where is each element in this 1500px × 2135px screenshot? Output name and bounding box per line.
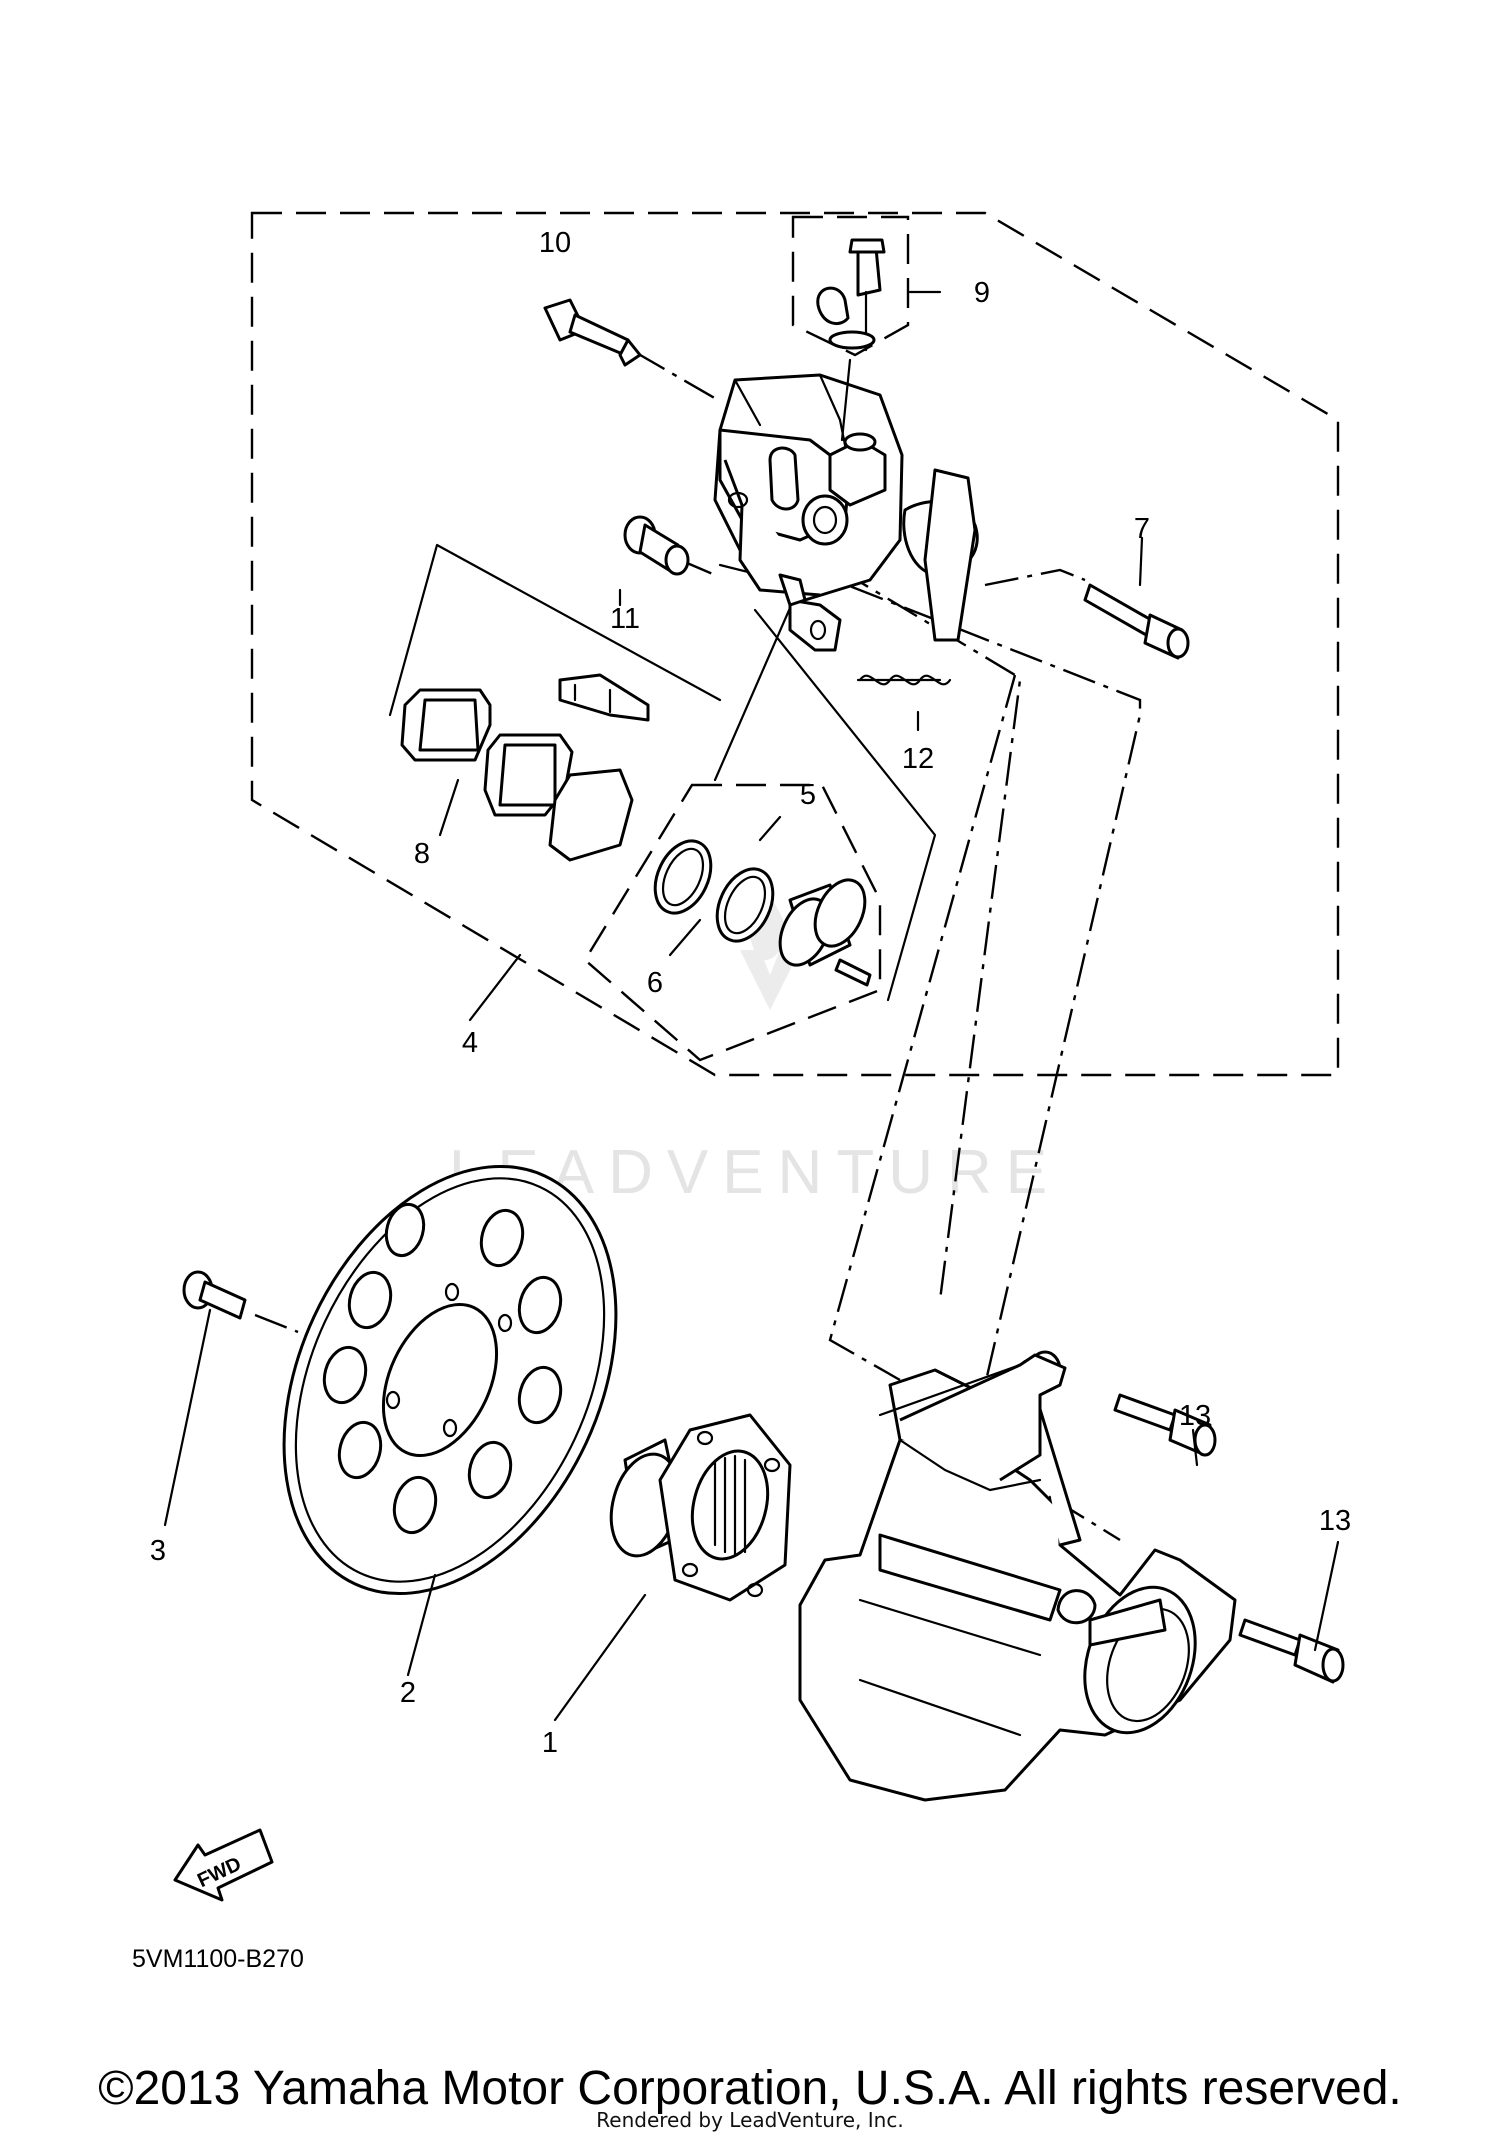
bleed-kit-boundary bbox=[791, 215, 910, 357]
bleed-screw-kit bbox=[816, 238, 886, 442]
piston-kit-5 bbox=[653, 839, 872, 987]
caliper-assembly-boundary bbox=[250, 211, 1340, 1077]
brake-pads-8 bbox=[400, 673, 650, 862]
callout-11: 11 bbox=[610, 603, 640, 635]
callout-12: 12 bbox=[902, 743, 934, 775]
callout-1: 1 bbox=[542, 1727, 558, 1759]
callout-3: 3 bbox=[150, 1535, 166, 1567]
callout-6: 6 bbox=[647, 967, 663, 999]
disc-bolt-3 bbox=[182, 1270, 247, 1320]
bracket-bolt-13b bbox=[1238, 1618, 1345, 1684]
caliper-bracket-housing bbox=[798, 1350, 1237, 1802]
callout-7: 7 bbox=[1134, 513, 1150, 545]
brake-disc-2 bbox=[282, 1164, 618, 1596]
callout-13-lower: 13 bbox=[1319, 1505, 1351, 1537]
callout-10: 10 bbox=[539, 227, 571, 259]
callout-4: 4 bbox=[462, 1027, 478, 1059]
callout-2: 2 bbox=[400, 1677, 416, 1709]
caliper-bolt-7 bbox=[1083, 583, 1190, 660]
callout-8: 8 bbox=[414, 838, 430, 870]
callout-5: 5 bbox=[800, 779, 816, 811]
leader-lines bbox=[163, 290, 1340, 1722]
callout-13-upper: 13 bbox=[1179, 1400, 1211, 1432]
hub-1 bbox=[609, 1413, 792, 1602]
rendered-by-notice: Rendered by LeadVenture, Inc. bbox=[596, 2108, 904, 2132]
pin-11 bbox=[623, 515, 690, 576]
fwd-arrow-icon: FWD bbox=[173, 1828, 274, 1902]
callout-9: 9 bbox=[974, 277, 990, 309]
copyright-notice: ©2013 Yamaha Motor Corporation, U.S.A. A… bbox=[98, 2062, 1402, 2115]
pad-spring-12 bbox=[856, 674, 952, 686]
brake-caliper-body bbox=[713, 373, 979, 652]
pin-bolt-10 bbox=[543, 298, 642, 367]
diagram-part-code: 5VM1100-B270 bbox=[132, 1945, 304, 1973]
